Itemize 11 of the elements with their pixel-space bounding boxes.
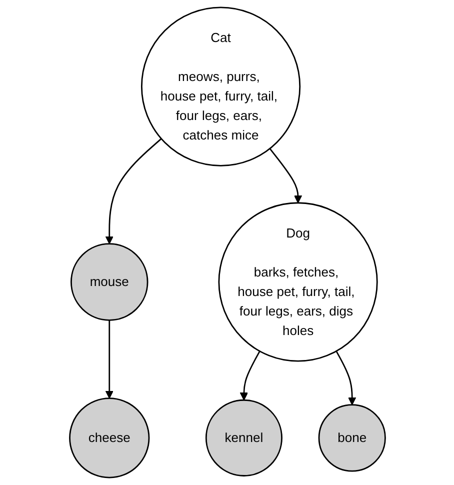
arrow	[268, 148, 302, 204]
arrow	[239, 350, 260, 400]
node-circle: kennel	[204, 399, 282, 476]
arrow	[104, 320, 113, 399]
node-circle: Dog barks, fetches, house pet, furry, tail, four legs, ears, digs holes	[218, 202, 378, 362]
node-circle: bone	[318, 404, 386, 472]
node-circle: mouse	[70, 243, 148, 321]
arrow	[335, 350, 356, 406]
arrow	[104, 138, 162, 244]
node-circle: Cat meows, purrs, house pet, furry, tail, four legs, ears, catches mice	[140, 6, 300, 166]
node-circle: cheese	[68, 398, 150, 478]
